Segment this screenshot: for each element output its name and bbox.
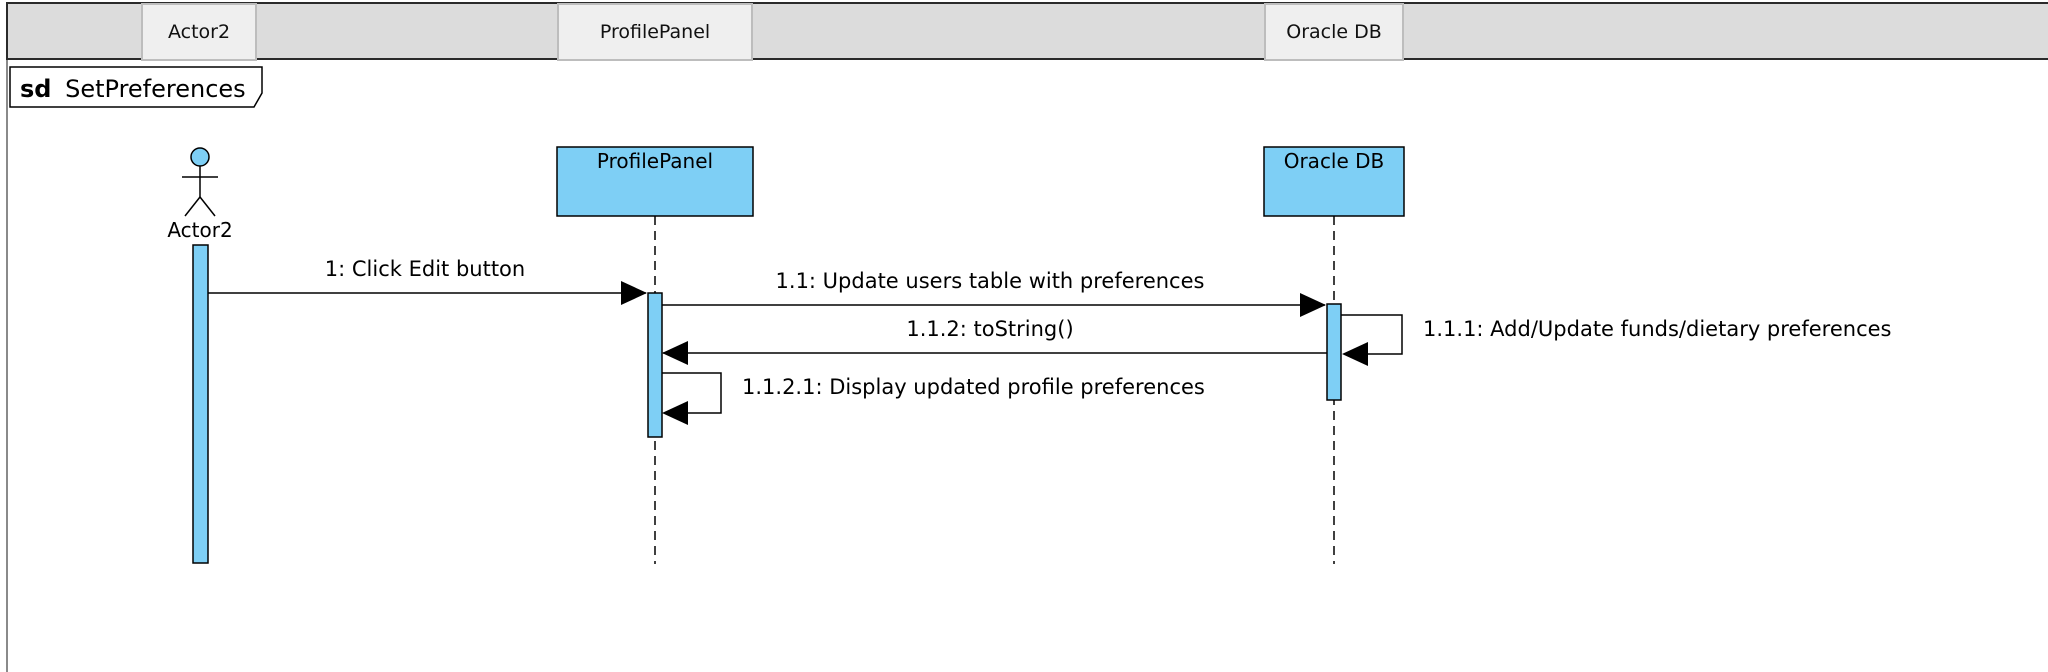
message-1-1-1[interactable]: 1.1.1: Add/Update funds/dietary preferen…: [1341, 314, 1891, 366]
svg-text:sd SetPreferences: sd SetPreferences: [20, 75, 246, 103]
arrowhead-icon: [662, 401, 688, 425]
actor-label: Actor2: [167, 218, 232, 242]
header-tab-label: Oracle DB: [1286, 21, 1382, 43]
arrowhead-icon: [1300, 293, 1326, 317]
actor-head-icon: [190, 147, 210, 167]
lifeline-label: ProfilePanel: [597, 149, 713, 173]
message-label: 1.1.2: toString(): [906, 317, 1073, 341]
canvas-left-border: [6, 60, 8, 672]
message-label: 1.1.2.1: Display updated profile prefere…: [742, 375, 1205, 399]
oracledb-activation-bar[interactable]: [1326, 303, 1342, 401]
message-1-1-2-1[interactable]: 1.1.2.1: Display updated profile prefere…: [662, 372, 1205, 425]
arrowhead-icon: [621, 281, 647, 305]
lifeline-header-bar: [6, 2, 2048, 60]
message-label: 1.1: Update users table with preferences: [776, 269, 1205, 293]
message-1-1-2[interactable]: 1.1.2: toString(): [662, 317, 1327, 365]
frame-label-tab: sd SetPreferences: [9, 66, 263, 108]
header-tab-profilepanel[interactable]: ProfilePanel: [557, 3, 753, 61]
header-tab-label: ProfilePanel: [599, 21, 711, 43]
frame-name: SetPreferences: [65, 75, 246, 103]
lifeline-head-box[interactable]: [556, 146, 754, 217]
actor-activation-bar[interactable]: [192, 244, 209, 564]
arrowhead-icon: [1342, 342, 1368, 366]
message-label: 1: Click Edit button: [325, 257, 525, 281]
arrowhead-icon: [662, 341, 688, 365]
message-1[interactable]: 1: Click Edit button: [208, 257, 647, 305]
lifeline-profilepanel[interactable]: ProfilePanel: [556, 146, 754, 564]
lifeline-label: Oracle DB: [1284, 149, 1385, 173]
header-tab-label: Actor2: [167, 21, 231, 43]
message-1-1[interactable]: 1.1: Update users table with preferences: [662, 269, 1326, 317]
message-label: 1.1.1: Add/Update funds/dietary preferen…: [1423, 317, 1891, 341]
frame-keyword: sd: [20, 75, 51, 103]
header-tab-actor2[interactable]: Actor2: [141, 3, 257, 61]
lifeline-oracle-db[interactable]: Oracle DB: [1263, 146, 1405, 564]
profilepanel-activation-bar[interactable]: [647, 292, 663, 438]
actor-figure[interactable]: Actor2: [167, 147, 233, 242]
header-tab-oracle-db[interactable]: Oracle DB: [1264, 3, 1404, 61]
